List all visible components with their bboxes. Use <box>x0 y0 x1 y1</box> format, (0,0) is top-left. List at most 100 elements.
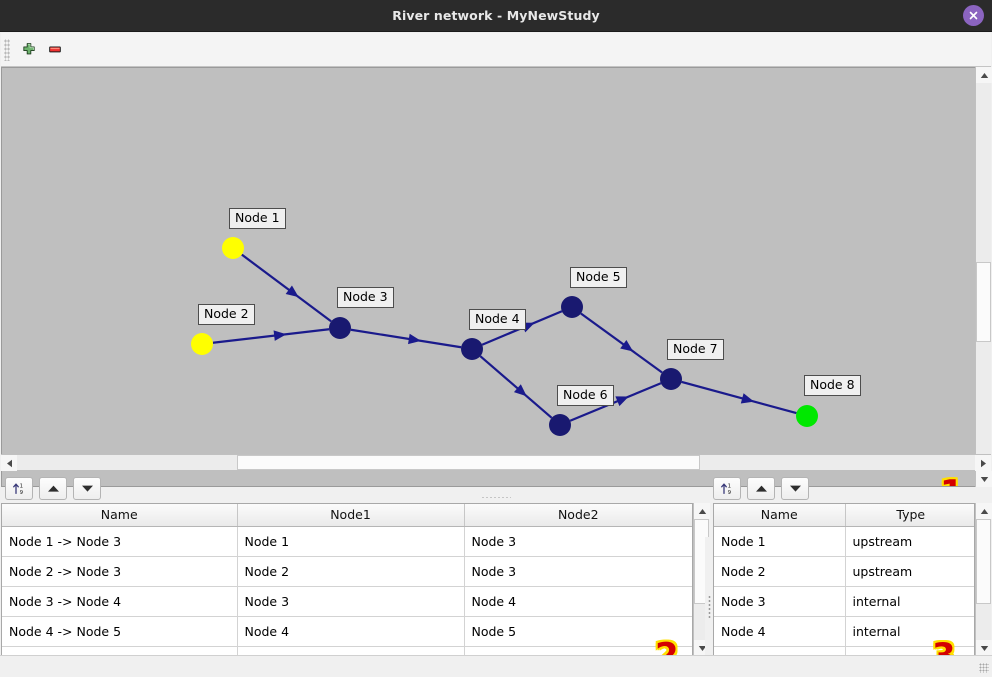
graph-node-node-4[interactable] <box>461 338 483 360</box>
nodes-cell[interactable]: upstream <box>845 556 974 587</box>
node-label-node-2[interactable]: Node 2 <box>198 304 255 325</box>
reaches-sort-icon[interactable]: 1 9 <box>5 476 33 500</box>
nodes-cell[interactable] <box>714 646 846 655</box>
reaches-cell[interactable]: Node 3 <box>464 556 692 587</box>
nodes-move-down-icon[interactable] <box>781 476 809 500</box>
edge-Node2-to-Node3[interactable] <box>212 328 330 344</box>
toolbar-drag-handle[interactable] <box>4 38 10 61</box>
node-label-node-6[interactable]: Node 6 <box>557 385 614 406</box>
reaches-cell[interactable]: Node 3 -> Node 4 <box>2 586 238 617</box>
vertical-splitter[interactable] <box>705 537 713 677</box>
node-label-node-3[interactable]: Node 3 <box>337 287 394 308</box>
svg-text:1: 1 <box>19 483 22 489</box>
nodes-vscroll-thumb[interactable] <box>976 519 991 604</box>
canvas-scroll-up-icon[interactable] <box>976 67 992 83</box>
reaches-cell[interactable]: Node 3 <box>464 526 692 557</box>
nodes-table-row[interactable] <box>714 646 974 655</box>
reaches-cell[interactable]: Node 4 -> Node 5 <box>2 616 238 647</box>
reaches-cell[interactable]: Node 5 <box>464 616 692 647</box>
reaches-cell[interactable]: Node 3 <box>237 586 465 617</box>
remove-node-icon[interactable] <box>42 37 68 63</box>
nodes-move-up-icon[interactable] <box>747 476 775 500</box>
reaches-cell[interactable]: Node 4 <box>237 616 465 647</box>
node-label-node-4[interactable]: Node 4 <box>469 309 526 330</box>
graph-node-node-2[interactable] <box>191 333 213 355</box>
add-node-icon[interactable] <box>16 37 42 63</box>
node-label-node-7[interactable]: Node 7 <box>667 339 724 360</box>
reaches-cell[interactable]: Node 1 <box>237 526 465 557</box>
reaches-cell[interactable] <box>464 646 692 655</box>
nodes-cell[interactable] <box>845 646 974 655</box>
edge-Node7-to-Node8[interactable] <box>681 380 797 415</box>
nodes-scroll-up-icon[interactable] <box>976 503 992 519</box>
nodes-column-header-type[interactable]: Type <box>845 504 974 527</box>
nodes-cell[interactable]: Node 4 <box>714 616 846 647</box>
graph-node-node-3[interactable] <box>329 317 351 339</box>
reaches-column-header-node2[interactable]: Node2 <box>464 504 692 527</box>
edge-Node4-to-Node6[interactable] <box>479 355 553 419</box>
canvas-scroll-right-icon[interactable] <box>975 455 991 471</box>
close-icon[interactable] <box>963 5 984 26</box>
reaches-column-header-name[interactable]: Name <box>2 504 238 527</box>
reaches-move-up-icon[interactable] <box>39 476 67 500</box>
reaches-move-down-icon[interactable] <box>73 476 101 500</box>
reaches-cell[interactable]: Node 4 <box>464 586 692 617</box>
canvas-scroll-left-icon[interactable] <box>1 455 17 471</box>
edge-Node6-to-Node7[interactable] <box>569 382 662 422</box>
nodes-cell[interactable]: internal <box>845 616 974 647</box>
horizontal-splitter[interactable] <box>1 493 991 501</box>
nodes-cell[interactable]: internal <box>845 586 974 617</box>
canvas-scroll-down-icon[interactable] <box>976 471 992 487</box>
nodes-cell[interactable]: upstream <box>845 526 974 557</box>
nodes-sort-icon[interactable]: 1 9 <box>713 476 741 500</box>
edge-layer <box>212 253 797 422</box>
canvas-vscroll-thumb[interactable] <box>976 262 991 342</box>
node-label-node-5[interactable]: Node 5 <box>570 267 627 288</box>
graph-node-node-1[interactable] <box>222 237 244 259</box>
arrowhead-icon <box>615 396 629 407</box>
reaches-panel-toolbar: 1 9 <box>5 474 101 502</box>
nodes-cell[interactable]: Node 1 <box>714 526 846 557</box>
edge-Node1-to-Node3[interactable] <box>241 253 332 323</box>
canvas-horizontal-scrollbar[interactable] <box>1 454 991 471</box>
arrowhead-icon <box>620 340 634 352</box>
edge-Node5-to-Node7[interactable] <box>580 312 663 374</box>
reaches-column-header-node1[interactable]: Node1 <box>237 504 465 527</box>
reaches-cell[interactable]: Node 1 -> Node 3 <box>2 526 238 557</box>
reaches-scroll-up-icon[interactable] <box>694 503 710 519</box>
nodes-column-header-name[interactable]: Name <box>714 504 846 527</box>
node-label-node-8[interactable]: Node 8 <box>804 375 861 396</box>
reaches-cell[interactable]: Node 2 -> Node 3 <box>2 556 238 587</box>
nodes-cell[interactable]: Node 2 <box>714 556 846 587</box>
graph-node-node-7[interactable] <box>660 368 682 390</box>
network-graph[interactable] <box>2 68 976 472</box>
graph-node-node-8[interactable] <box>796 405 818 427</box>
reaches-cell[interactable] <box>2 646 238 655</box>
reaches-cell[interactable] <box>237 646 465 655</box>
nodes-vertical-scrollbar[interactable] <box>975 503 992 656</box>
window-resize-grip[interactable] <box>979 663 989 673</box>
edge-Node3-to-Node4[interactable] <box>350 328 462 349</box>
node-label-node-1[interactable]: Node 1 <box>229 208 286 229</box>
nodes-scroll-down-icon[interactable] <box>976 640 992 656</box>
reaches-table-row[interactable] <box>2 646 692 655</box>
nodes-cell[interactable]: Node 3 <box>714 586 846 617</box>
graph-node-node-5[interactable] <box>561 296 583 318</box>
reaches-cell[interactable]: Node 2 <box>237 556 465 587</box>
graph-node-node-6[interactable] <box>549 414 571 436</box>
canvas-vertical-scrollbar[interactable] <box>975 67 992 487</box>
canvas-hscroll-thumb[interactable] <box>237 455 700 470</box>
river-network-canvas[interactable]: Node 1 Node 2 Node 3 Node 4 Node 5 Node 6 Node… <box>1 67 991 487</box>
